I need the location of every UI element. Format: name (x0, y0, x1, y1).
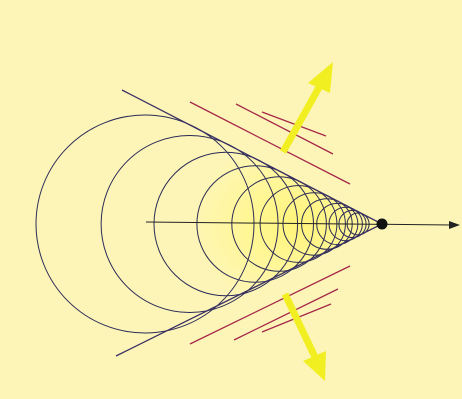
wavefront-circle (153, 151, 299, 297)
propagation-arrow-down-icon (281, 292, 326, 381)
cone-edge-lower (115, 223, 383, 357)
wave-line-upper-2 (235, 103, 334, 155)
wave-line-lower-1 (189, 265, 351, 345)
propagation-axis (145, 221, 453, 226)
cone-highlight (195, 151, 382, 297)
cone-edge-upper (121, 89, 383, 225)
axis-arrowhead (449, 221, 460, 229)
wave-line-upper-1 (189, 101, 351, 185)
propagation-arrow-up-icon (279, 62, 333, 154)
wave-line-upper-3 (261, 111, 327, 137)
wavefront-circle (35, 114, 255, 334)
wavefront-circle (100, 135, 279, 313)
wave-line-lower-2 (233, 288, 339, 341)
moving-source-dot (376, 218, 388, 230)
